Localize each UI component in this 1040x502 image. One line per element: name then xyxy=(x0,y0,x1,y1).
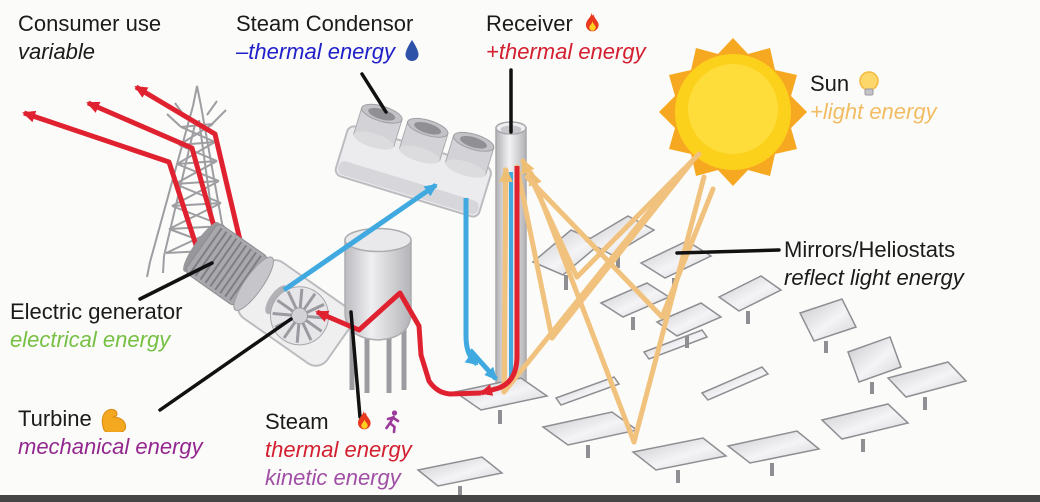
runner-icon xyxy=(384,410,399,434)
consumer-use-label: Consumer use variable xyxy=(18,10,161,66)
fire-icon xyxy=(357,410,371,430)
sun-label: Sun +light energy xyxy=(810,70,937,126)
steam-condenser-title: Steam Condensor xyxy=(236,11,414,36)
steam-condenser-subtitle: –thermal energy xyxy=(236,39,395,64)
steam-title: Steam xyxy=(265,409,329,434)
turbine-title: Turbine xyxy=(18,406,92,431)
mirrors-label: Mirrors/Heliostats reflect light energy xyxy=(784,236,964,292)
droplet-icon xyxy=(405,40,419,61)
sun xyxy=(659,38,807,186)
electric-generator-subtitle: electrical energy xyxy=(10,327,171,352)
cooling-flow-arrows xyxy=(282,182,498,381)
consumer-use-subtitle: variable xyxy=(18,39,96,64)
receiver-label: Receiver +thermal energy xyxy=(486,10,646,66)
steam-label: Steam thermal energy kinetic energy xyxy=(265,408,412,492)
turbine-subtitle: mechanical energy xyxy=(18,434,203,459)
steam-thermal-subtitle: thermal energy xyxy=(265,437,412,462)
light-rays xyxy=(498,151,716,445)
steam-flow-arrows xyxy=(315,166,520,397)
mirrors-subtitle: reflect light energy xyxy=(784,265,964,290)
biceps-icon xyxy=(101,408,126,432)
turbine-label: Turbine mechanical energy xyxy=(18,405,203,461)
callout-lines xyxy=(138,68,781,419)
steam-condenser-label: Steam Condensor –thermal energy xyxy=(236,10,422,66)
bottom-edge-bar xyxy=(0,495,1040,502)
bulb-icon xyxy=(859,71,879,96)
sun-subtitle: +light energy xyxy=(810,99,937,124)
steam-condenser-unit xyxy=(334,103,495,218)
consumer-use-title: Consumer use xyxy=(18,11,162,36)
generator-turbine xyxy=(183,222,354,367)
receiver-subtitle: +thermal energy xyxy=(486,39,646,64)
electric-generator-label: Electric generator electrical energy xyxy=(10,298,182,354)
mirrors-title: Mirrors/Heliostats xyxy=(784,237,956,262)
sun-title: Sun xyxy=(810,71,850,96)
receiver-title: Receiver xyxy=(486,11,573,36)
fire-icon xyxy=(585,12,599,32)
steam-kinetic-subtitle: kinetic energy xyxy=(265,465,401,490)
electric-generator-title: Electric generator xyxy=(10,299,183,324)
steam-tank xyxy=(344,227,412,393)
